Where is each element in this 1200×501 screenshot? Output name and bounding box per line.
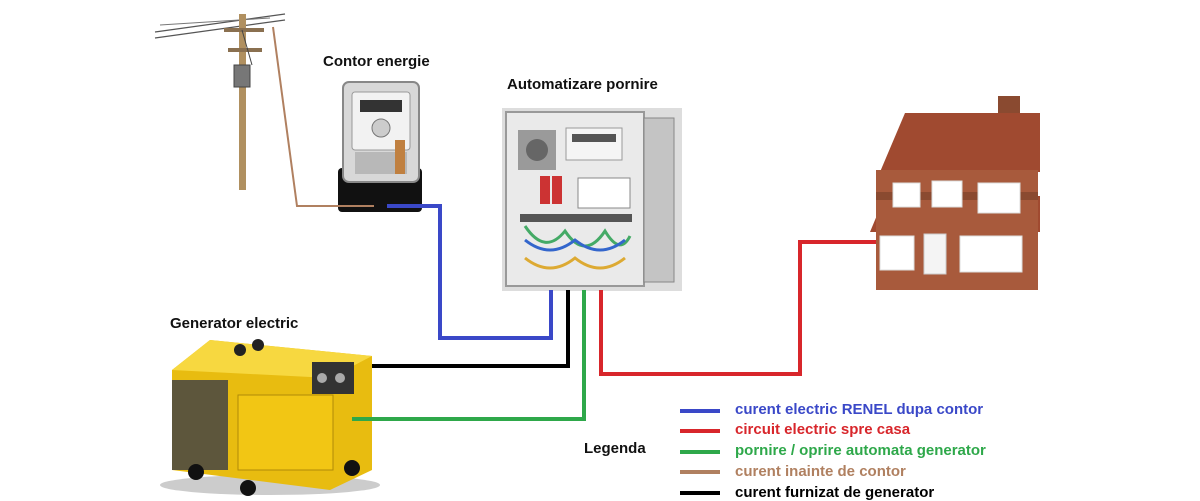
meter-label: Contor energie: [323, 53, 430, 70]
house-icon: [870, 96, 1040, 290]
automation-label: Automatizare pornire: [507, 76, 658, 93]
utility-pole-icon: [154, 13, 286, 190]
wire-generator-start-stop: [352, 290, 586, 421]
generator-label: Generator electric: [170, 315, 299, 332]
legend-item-generator-current: curent furnizat de generator: [735, 484, 935, 501]
energy-meter-icon: [338, 81, 422, 212]
wire-to-house: [599, 240, 876, 376]
automation-cabinet-icon: [502, 108, 682, 291]
wire-generator-output: [372, 290, 570, 368]
legend-item-renel: curent electric RENEL dupa contor: [735, 401, 984, 418]
wire-renel-after-meter: [387, 204, 553, 340]
wires: [272, 26, 876, 495]
generator-icon: [160, 339, 380, 496]
legend-item-before-meter: curent inainte de contor: [735, 463, 906, 480]
legend-title: Legenda: [584, 440, 646, 457]
legend-item-start-stop: pornire / oprire automata generator: [735, 442, 986, 459]
wire-before-meter: [272, 26, 374, 207]
legend-item-house-circuit: circuit electric spre casa: [735, 421, 911, 438]
